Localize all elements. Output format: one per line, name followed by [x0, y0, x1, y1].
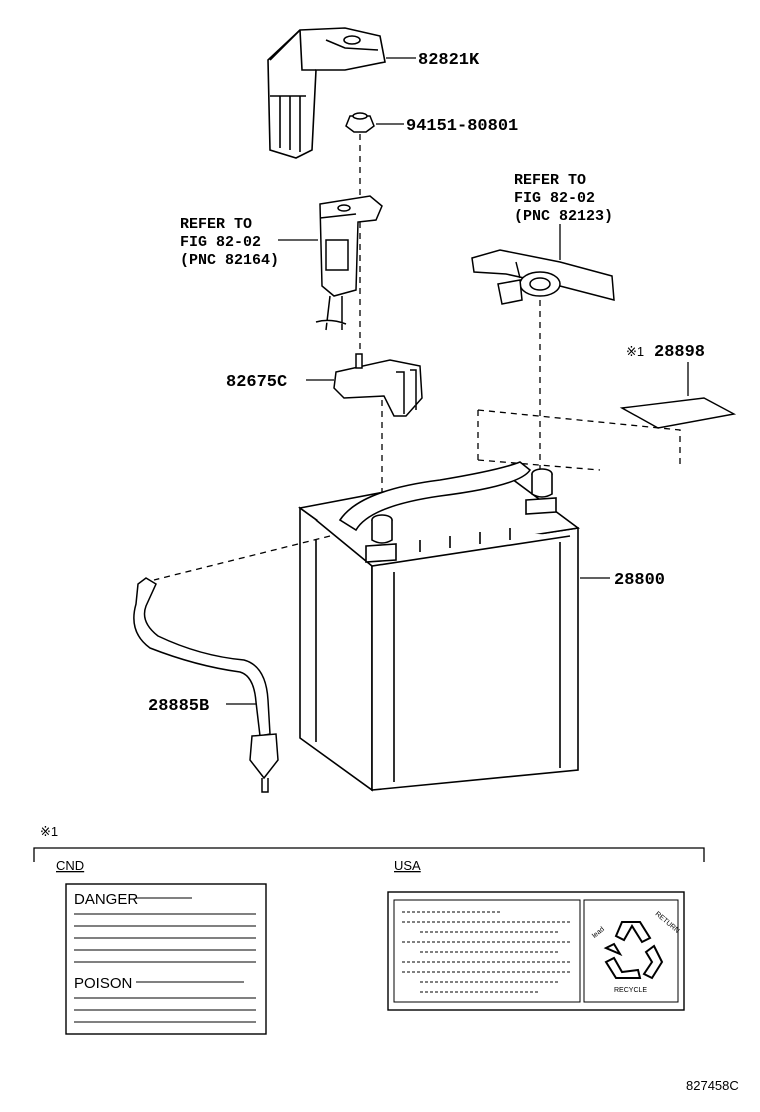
section-bracket — [33, 847, 705, 862]
part-28898-label: 28898 — [654, 343, 705, 362]
terminal-bracket-82675c — [333, 353, 423, 417]
cable-clamp-82123 — [471, 249, 615, 305]
poison-heading: POISON — [74, 975, 132, 992]
cnd-heading: CND — [56, 858, 84, 873]
ref-right-line1: REFER TO — [514, 172, 586, 189]
ref-left-line3: (PNC 82164) — [180, 252, 279, 269]
part-94151-80801-label: 94151-80801 — [406, 117, 518, 136]
usa-recycle-label: lead RETURN RECYCLE — [387, 891, 685, 1011]
part-82675c-label: 82675C — [226, 373, 287, 392]
label-sheet-28898 — [619, 397, 737, 429]
part-82821k-label: 82821K — [418, 51, 480, 70]
part-28885b-label: 28885B — [148, 697, 209, 716]
nut-94151-80801 — [345, 112, 375, 133]
note-mark-bottom: ※1 — [40, 824, 58, 839]
recycle-icon — [603, 921, 664, 980]
ref-right-line3: (PNC 82123) — [514, 208, 613, 225]
drawing-number: 827458C — [686, 1078, 739, 1093]
ref-right-line2: FIG 82-02 — [514, 190, 595, 207]
ref-left-line2: FIG 82-02 — [180, 234, 261, 251]
danger-heading: DANGER — [74, 891, 138, 908]
note-mark-28898: ※1 — [626, 344, 644, 359]
vent-hose-28885b — [133, 577, 279, 793]
fuse-block-82164 — [315, 195, 383, 331]
part-28800-label: 28800 — [614, 571, 665, 590]
usa-heading: USA — [394, 858, 421, 873]
recycle-bottom-text: RECYCLE — [614, 987, 647, 994]
ref-left-line1: REFER TO — [180, 216, 252, 233]
dashed-vent-line — [153, 535, 331, 581]
dashed-label-outline — [477, 409, 681, 471]
cnd-warning-label: DANGER POISON — [65, 883, 267, 1035]
terminal-cover-82821k — [267, 27, 386, 159]
battery-28800 — [298, 461, 581, 792]
